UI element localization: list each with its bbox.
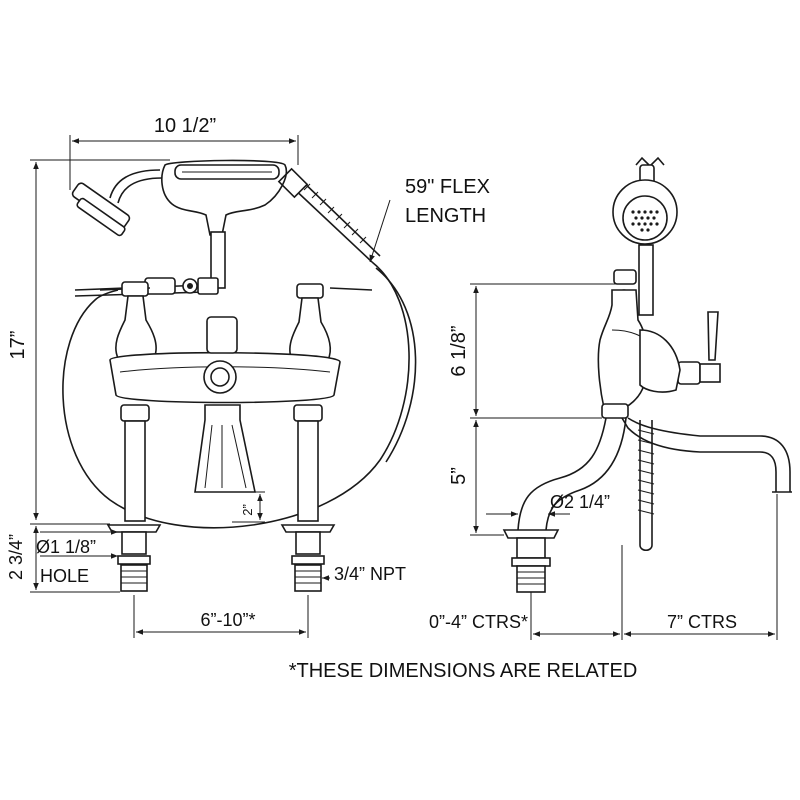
left-valve-body [115,295,157,359]
dim-side-upper: 6 1/8” [448,325,470,376]
side-riser [517,417,607,531]
dim-hole-label: HOLE [40,566,89,586]
dim-spout-ctrs: 7” CTRS [667,612,737,632]
side-view: 6 1/8” 5” Ø2 1/4” 0”-4” CTRS* 7” CTRS [429,156,792,640]
front-view: 10 1/2” 17” 2 3/4” Ø1 1/8” HOLE 2” 3/4” … [6,115,490,638]
dim-flex-length-2: LENGTH [405,205,486,227]
dim-hole-diameter: Ø1 1/8” [36,537,96,557]
dim-riser-diameter: Ø2 1/4” [550,492,610,512]
dim-top-width: 10 1/2” [154,115,216,137]
right-shank [280,404,336,592]
dim-offset-ctrs: 0”-4” CTRS* [429,612,528,632]
side-lever [707,311,719,361]
spout [194,404,256,493]
handshower-cradle [161,159,287,236]
side-spout [621,417,777,492]
dim-deck-height: 2 3/4” [6,534,26,580]
dim-centers: 6”-10”* [200,610,255,630]
flex-hose [289,184,373,263]
hose-loop [62,261,410,529]
dim-npt: 3/4” NPT [334,564,406,584]
dim-side-lower: 5” [448,467,470,485]
dim-spout-drop: 2” [240,504,255,516]
right-valve-body [289,297,332,361]
dim-overall-height: 17” [7,331,29,360]
footnote: *THESE DIMENSIONS ARE RELATED [289,660,638,682]
left-shank [106,404,162,592]
dim-flex-length-1: 59" FLEX [405,176,490,198]
